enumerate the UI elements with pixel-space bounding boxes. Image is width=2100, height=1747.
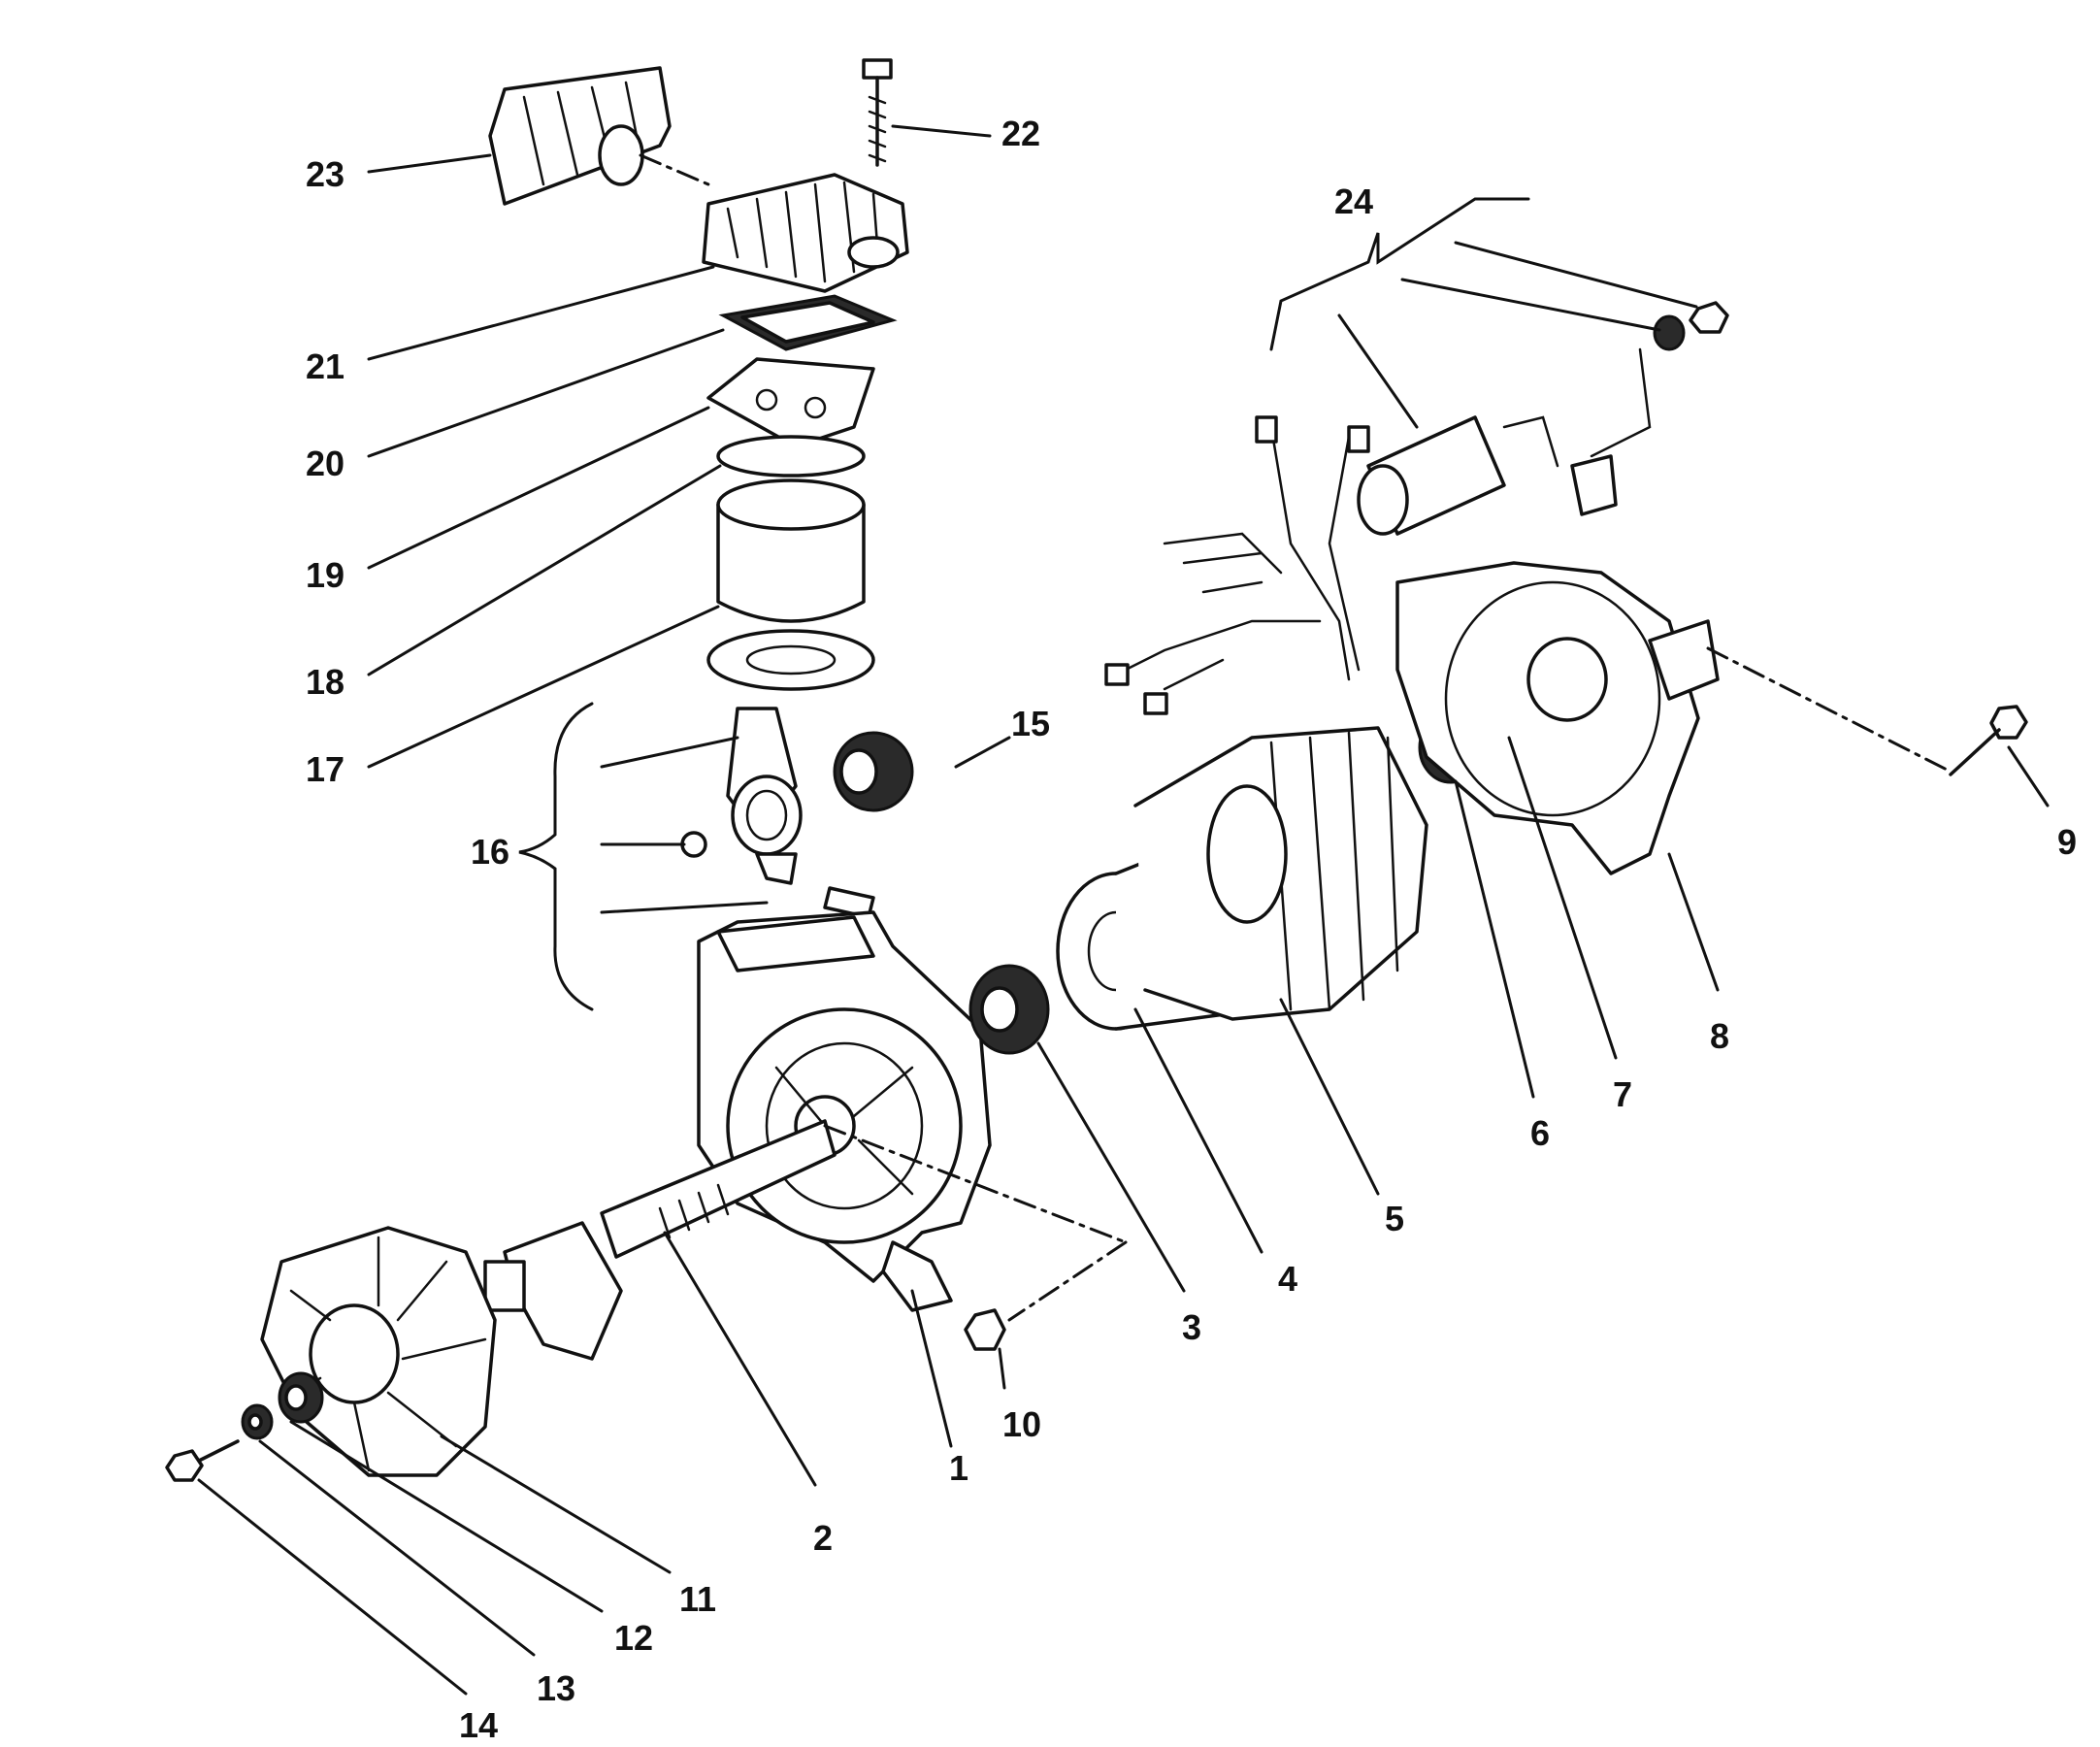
callout-5: 5 (1385, 1199, 1404, 1238)
callout-10: 10 (1002, 1404, 1041, 1444)
dash-line-9 (1706, 646, 1952, 774)
fan-part (260, 1226, 497, 1477)
callout-6: 6 (1530, 1113, 1550, 1153)
callout-1: 1 (949, 1448, 968, 1488)
callout-11: 11 (679, 1579, 716, 1619)
bracket-24 (1269, 197, 1530, 351)
piston-ring-part (716, 435, 866, 478)
callout-24: 24 (1334, 181, 1373, 221)
washer-13-part (241, 1403, 274, 1440)
callout-9: 9 (2057, 822, 2077, 862)
callout-18: 18 (306, 662, 345, 702)
callout-labels: 1 2 3 4 5 6 7 8 9 10 11 12 13 14 15 16 1… (306, 114, 2077, 1745)
callout-23: 23 (306, 154, 345, 194)
callout-21: 21 (306, 346, 345, 386)
bolt-14-part (165, 1439, 240, 1482)
callout-13: 13 (537, 1668, 575, 1708)
washer-24b-part (1653, 314, 1686, 351)
callout-12: 12 (614, 1618, 653, 1658)
bearing-3-part (968, 964, 1050, 1055)
nut-10-part (964, 1308, 1006, 1351)
stator-part (1133, 726, 1428, 1021)
crankshaft-part (483, 1119, 837, 1361)
bolt-22-part (862, 58, 893, 167)
callout-2: 2 (813, 1518, 833, 1558)
bearing-12-part (278, 1371, 324, 1424)
end-bell-part (1395, 454, 1720, 875)
bolt-9-part (1949, 705, 2028, 776)
nut-24a-part (1689, 301, 1729, 334)
valve-plate-part (706, 357, 875, 448)
callout-3: 3 (1182, 1307, 1201, 1347)
gasket-part (718, 294, 898, 351)
callout-7: 7 (1613, 1074, 1632, 1114)
callout-4: 4 (1278, 1259, 1297, 1299)
connecting-rod-part (680, 707, 875, 919)
sleeve-part (706, 478, 875, 691)
leader-lines (197, 124, 2050, 1696)
cylinder-head-part (702, 173, 909, 293)
dash-line-10b (1007, 1240, 1128, 1322)
capacitor-part (1357, 415, 1506, 536)
callout-17: 17 (306, 749, 345, 789)
callout-16: 16 (471, 832, 509, 872)
callout-8: 8 (1710, 1016, 1729, 1056)
callout-15: 15 (1011, 704, 1050, 743)
crankcase-part (697, 910, 992, 1312)
dash-line-10 (823, 1124, 1128, 1244)
wire-harness-part (1104, 415, 1370, 715)
capacitor-bracket-line (1502, 347, 1652, 468)
callout-14: 14 (459, 1705, 498, 1745)
muffler-part (488, 66, 710, 206)
bearing-15-part (833, 731, 914, 812)
callout-19: 19 (306, 555, 345, 595)
bracket-16 (518, 702, 594, 1011)
callout-20: 20 (306, 444, 345, 483)
callout-22: 22 (1001, 114, 1040, 153)
